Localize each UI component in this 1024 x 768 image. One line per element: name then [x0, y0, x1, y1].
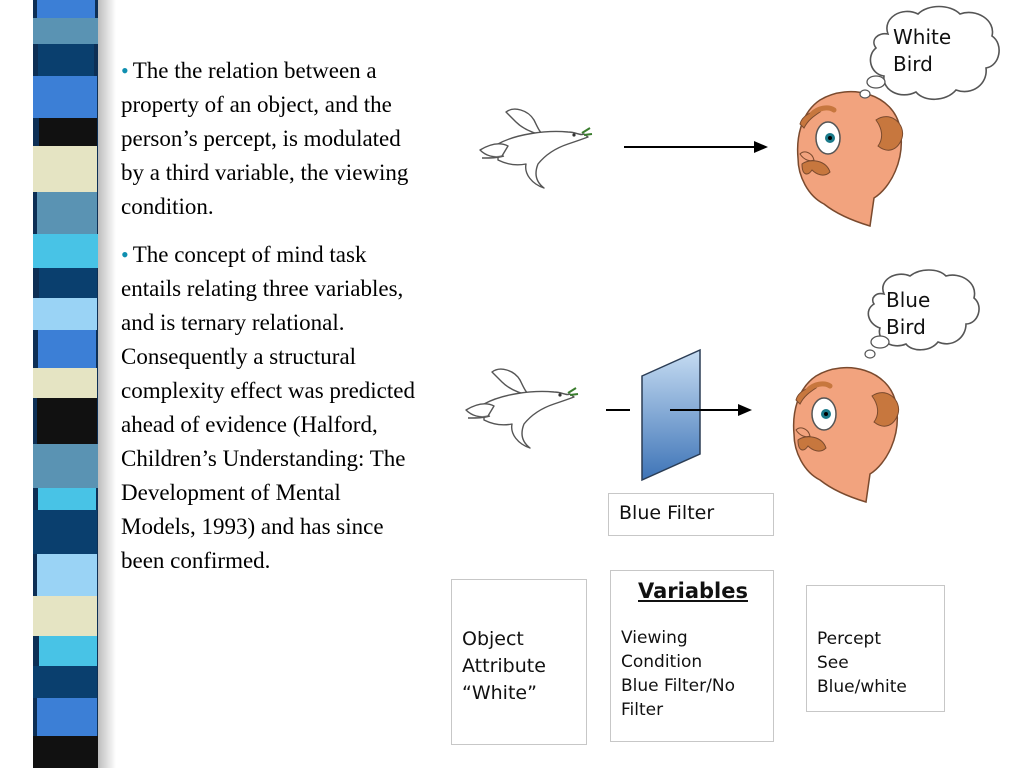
percept-line-1: Percept [817, 629, 881, 649]
bubble-bottom-line-2: Bird [886, 315, 926, 339]
variables-line-1: Viewing [621, 628, 688, 648]
object-box-line-1: Object [462, 628, 524, 650]
arrow-icon [670, 404, 752, 416]
decorative-stripe-bar [33, 0, 98, 768]
bubble-top-line-2: Bird [893, 52, 933, 76]
arrow-stub-icon [606, 409, 630, 411]
blue-filter-label: Blue Filter [619, 502, 715, 524]
bubble-bottom-line-1: Blue [886, 288, 931, 312]
percept-box: Percept See Blue/white [806, 585, 945, 712]
object-box-line-3: “White” [462, 682, 537, 704]
object-box-line-2: Attribute [462, 655, 546, 677]
arrow-icon [624, 141, 768, 153]
variables-box: Variables Viewing Condition Blue Filter/… [610, 570, 774, 742]
cartoon-head-icon [792, 367, 900, 503]
stripe-shadow [98, 0, 116, 768]
bullet-icon: • [121, 242, 129, 267]
variables-title: Variables [638, 579, 748, 603]
thought-bubble-icon [859, 5, 1000, 101]
cartoon-head-icon [796, 91, 904, 227]
percept-line-2: See [817, 653, 849, 673]
blue-filter-icon [641, 348, 701, 482]
bullet-list: •The the relation between a property of … [121, 54, 421, 592]
bullet-item-1: •The the relation between a property of … [121, 54, 421, 224]
thought-bubble-top-text: White Bird [893, 24, 951, 78]
variables-line-3: Blue Filter/No [621, 676, 735, 696]
bullet-1-text: The the relation between a property of a… [121, 58, 409, 219]
percept-line-3: Blue/white [817, 677, 907, 697]
blue-filter-label-box: Blue Filter [608, 493, 774, 536]
variables-line-4: Filter [621, 700, 664, 720]
thought-bubble-bottom-text: Blue Bird [886, 287, 930, 341]
dove-icon [479, 108, 593, 189]
object-attribute-box: Object Attribute “White” [451, 579, 587, 745]
bullet-item-2: •The concept of mind task entails relati… [121, 238, 421, 578]
bubble-top-line-1: White [893, 25, 952, 49]
bullet-icon: • [121, 58, 129, 83]
dove-icon [465, 368, 579, 449]
variables-line-2: Condition [621, 652, 703, 672]
bullet-2-text: The concept of mind task entails relatin… [121, 242, 415, 573]
thought-bubble-icon [864, 269, 980, 359]
